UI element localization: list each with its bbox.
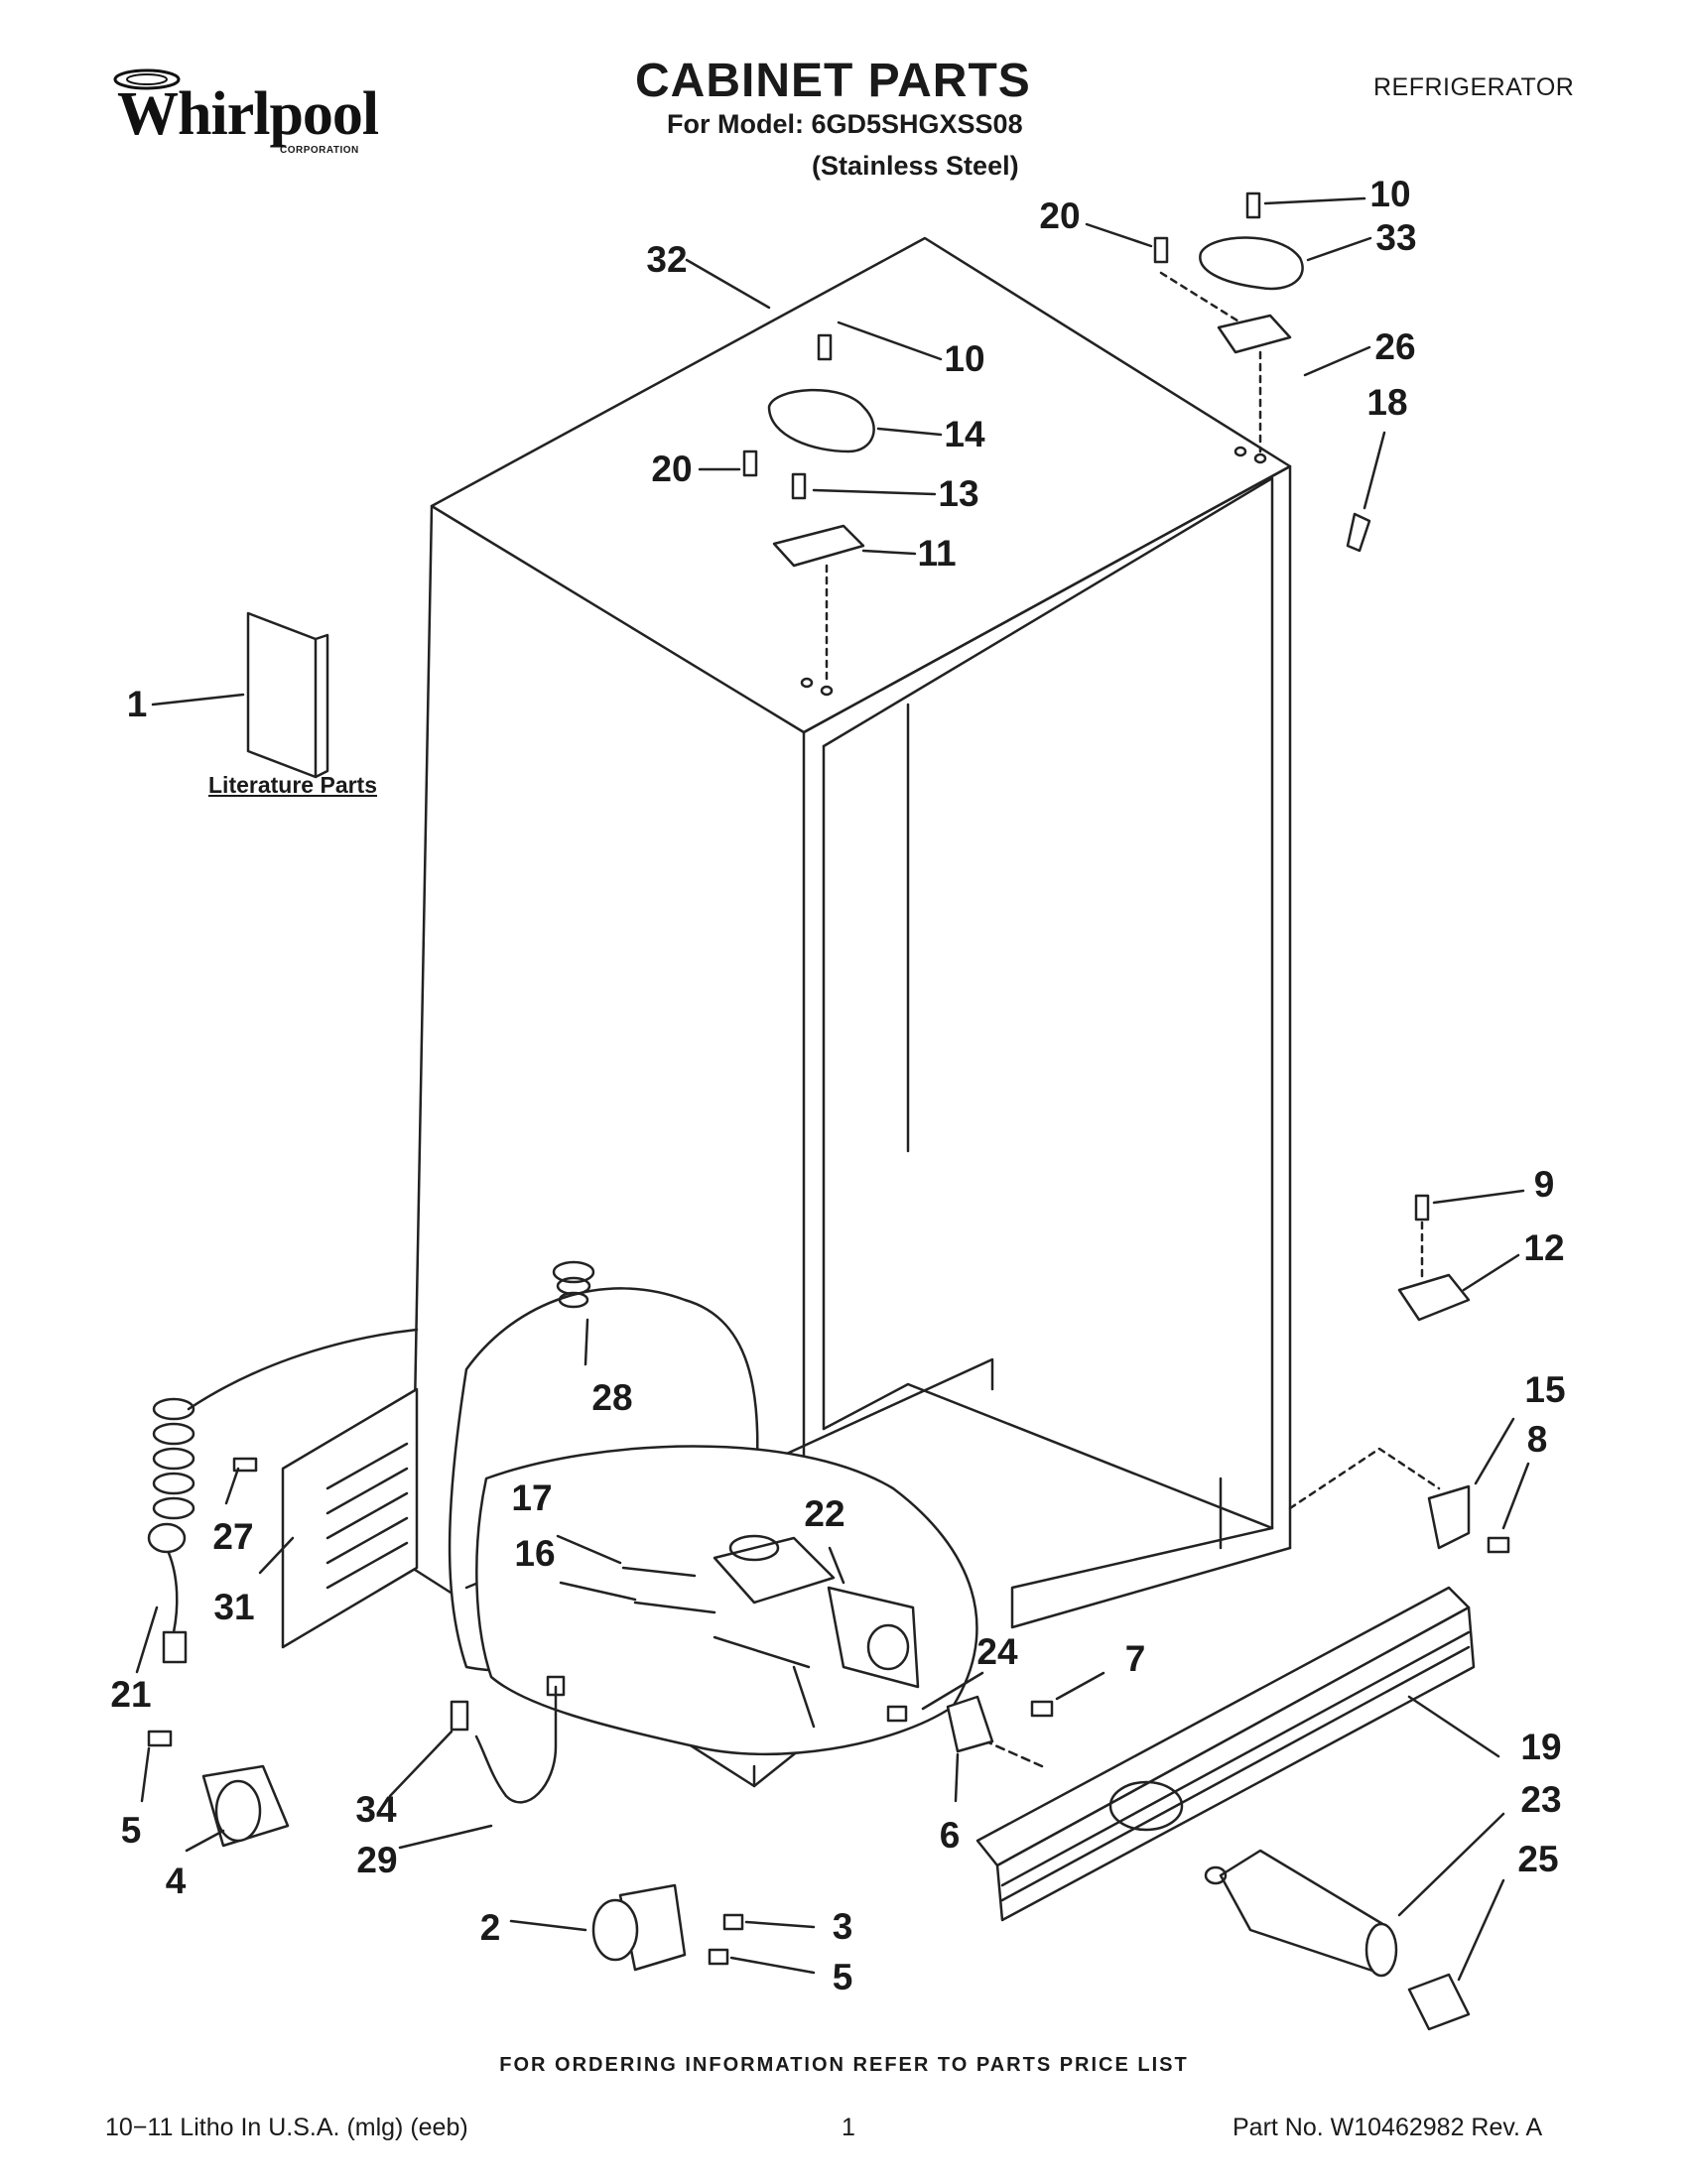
bracket-6	[946, 1695, 994, 1753]
hinge-pin-18	[1346, 512, 1371, 553]
callout-31: 31	[213, 1587, 255, 1627]
rear-roller-4	[147, 1730, 290, 1848]
callout-10: 10	[944, 338, 985, 379]
water-valve-22	[621, 1534, 920, 1729]
screw-5a	[147, 1730, 173, 1747]
callout-29: 29	[356, 1840, 398, 1880]
screw-10	[817, 333, 833, 361]
callout-27: 27	[212, 1516, 254, 1557]
power-cord-21	[147, 1328, 419, 1664]
hinge-cover-33	[1199, 236, 1304, 291]
water-tube-29	[450, 1675, 566, 1804]
callout-32: 32	[646, 239, 688, 280]
appliance-type: REFRIGERATOR	[1373, 73, 1575, 101]
screw-34	[450, 1700, 469, 1732]
finish-label: (Stainless Steel)	[812, 151, 1019, 181]
callout-5-lower: 5	[832, 1957, 853, 1997]
callout-12: 12	[1523, 1227, 1565, 1268]
callout-10-right: 10	[1369, 174, 1411, 214]
callout-7: 7	[1124, 1638, 1146, 1679]
callout-19: 19	[1520, 1727, 1562, 1767]
screw-24	[886, 1705, 908, 1723]
callout-28: 28	[591, 1377, 633, 1418]
whirlpool-swirl-icon	[113, 68, 181, 90]
model-number: For Model: 6GD5SHGXSS08	[667, 109, 1023, 139]
callout-17: 17	[511, 1477, 553, 1518]
callout-6: 6	[939, 1815, 961, 1856]
hinge-bracket-15	[1427, 1484, 1471, 1550]
screw-20b	[1153, 236, 1169, 264]
brand-name: Whirlpool	[117, 80, 379, 148]
screw-5b	[708, 1948, 729, 1966]
callout-9: 9	[1533, 1164, 1555, 1205]
callout-33: 33	[1375, 217, 1417, 258]
screw-20	[742, 450, 758, 477]
callout-34: 34	[355, 1789, 397, 1830]
literature-parts-label: Literature Parts	[208, 772, 378, 798]
page-number: 1	[842, 2114, 855, 2141]
callout-21: 21	[110, 1674, 152, 1715]
callout-2: 2	[479, 1907, 501, 1948]
callout-20-right: 20	[1039, 195, 1081, 236]
callout-26: 26	[1374, 326, 1416, 367]
top-hinge-11	[772, 524, 865, 568]
callout-15: 15	[1524, 1369, 1566, 1410]
callout-18: 18	[1366, 382, 1408, 423]
hinge-cover-14	[767, 388, 875, 453]
rear-cover-31	[232, 1387, 419, 1649]
top-hinge-right	[1153, 192, 1371, 553]
screw-13	[791, 472, 807, 500]
screw-8	[1487, 1536, 1510, 1554]
top-hinge-left	[742, 333, 875, 697]
callout-20: 20	[651, 449, 693, 489]
drain-grommet-28	[552, 1260, 595, 1309]
ordering-note: FOR ORDERING INFORMATION REFER TO PARTS …	[499, 2054, 1189, 2076]
cabinet-shell	[410, 236, 1292, 1788]
water-filter-23	[1204, 1849, 1471, 2031]
filter-cap-25	[1407, 1973, 1471, 2031]
screw-3	[722, 1913, 744, 1931]
litho-info: 10−11 Litho In U.S.A. (mlg) (eeb)	[105, 2114, 468, 2141]
literature-booklet	[246, 611, 318, 779]
callout-14: 14	[944, 414, 985, 454]
front-roller-2	[591, 1883, 744, 1972]
callout-16: 16	[514, 1533, 556, 1574]
part-number: Part No. W10462982 Rev. A	[1233, 2114, 1543, 2141]
page-title: CABINET PARTS	[635, 55, 1031, 107]
bracket-12	[1397, 1273, 1471, 1322]
leader-arrows	[135, 196, 1530, 1982]
callout-4: 4	[165, 1861, 187, 1901]
callout-5: 5	[120, 1810, 142, 1851]
screw-9	[1414, 1194, 1430, 1221]
screw-7	[1030, 1700, 1054, 1718]
callout-1: 1	[126, 684, 148, 724]
callout-11: 11	[917, 533, 957, 574]
callout-25: 25	[1517, 1839, 1559, 1879]
top-hinge-26	[1217, 314, 1292, 354]
machine-compartment-cutaway	[475, 1445, 978, 1756]
whirlpool-logo: Whirlpool CORPORATION	[111, 60, 379, 159]
screw-27	[232, 1457, 258, 1473]
callout-24: 24	[976, 1631, 1018, 1672]
callout-8: 8	[1526, 1419, 1548, 1460]
callout-23: 23	[1520, 1779, 1562, 1820]
callout-13: 13	[938, 473, 979, 514]
callout-3: 3	[832, 1906, 853, 1947]
callout-22: 22	[804, 1493, 845, 1534]
base-grille-19	[951, 1586, 1476, 1922]
brand-subtitle: CORPORATION	[280, 145, 359, 156]
screw-10b	[1245, 192, 1261, 219]
